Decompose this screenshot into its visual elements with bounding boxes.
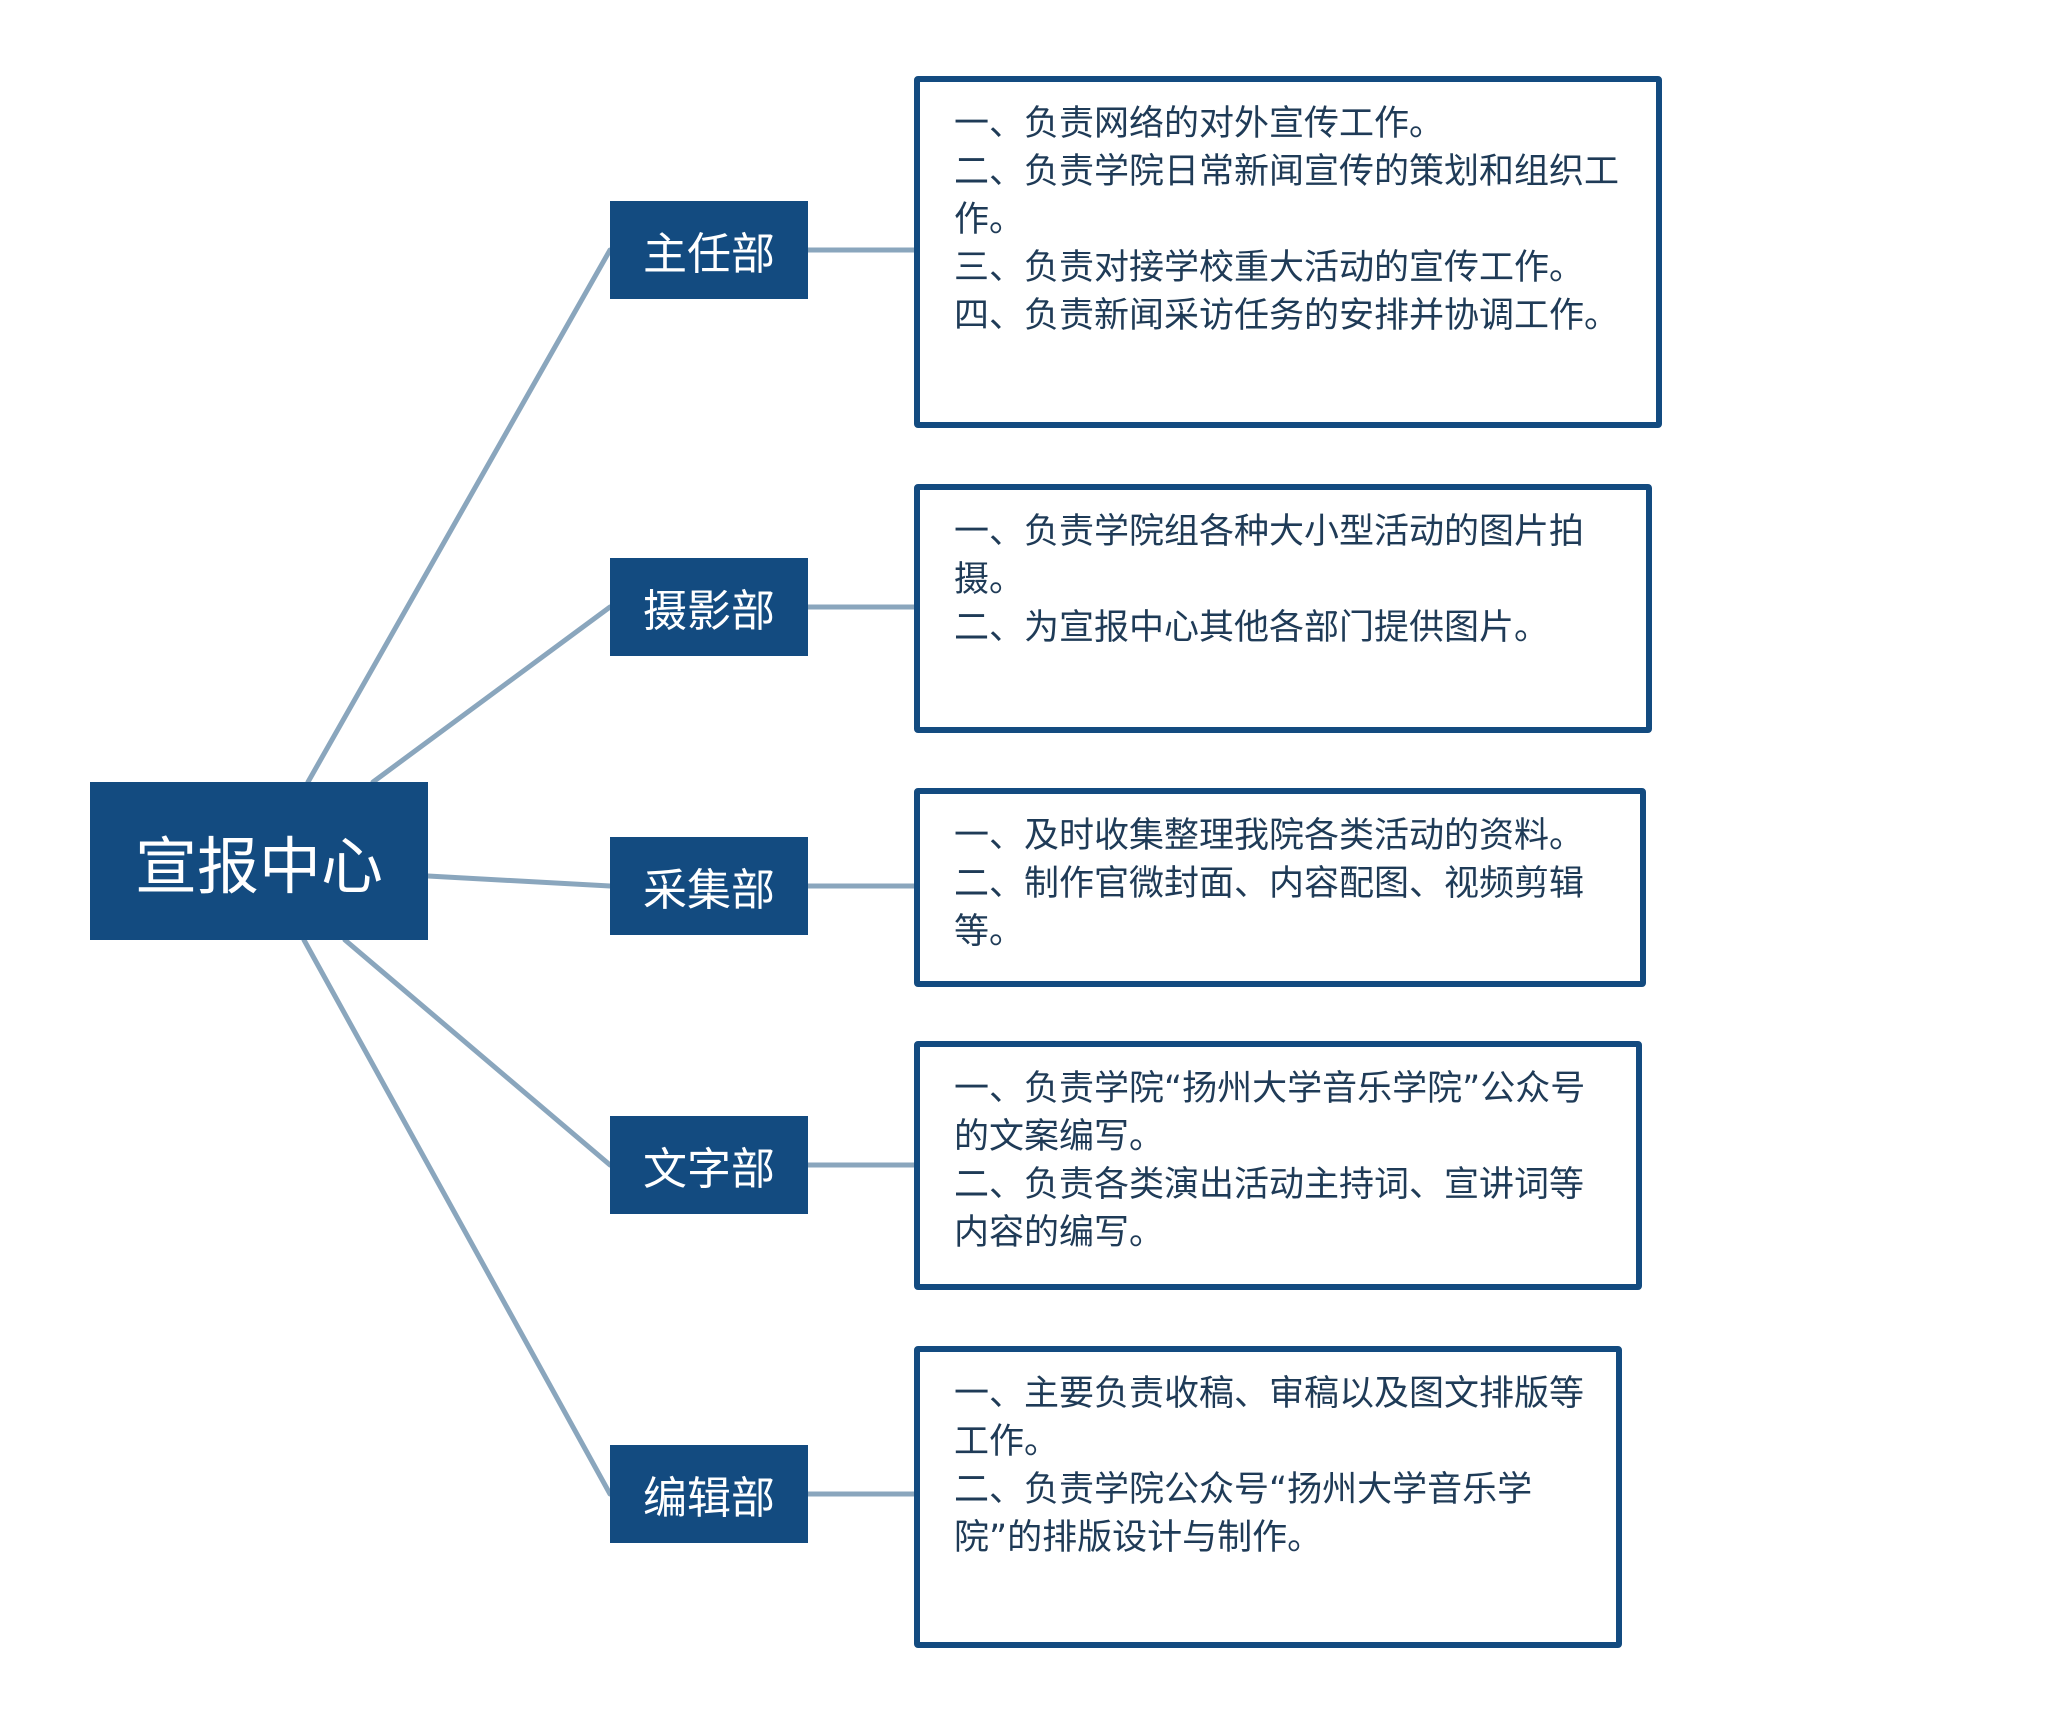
connector-root-to-dept-3 xyxy=(342,937,613,1168)
duty-item: 一、负责学院“扬州大学音乐学院”公众号的文案编写。 xyxy=(954,1069,1586,1157)
department-node-collection: 采集部 xyxy=(610,837,808,935)
connector-root-to-dept-4 xyxy=(301,937,613,1497)
department-node-writing: 文字部 xyxy=(610,1116,808,1214)
duty-item: 一、负责网络的对外宣传工作。 xyxy=(954,104,1445,144)
duty-box-collection: 一、及时收集整理我院各类活动的资料。 二、制作官微封面、内容配图、视频剪辑等。 xyxy=(914,788,1646,987)
connector-root-to-dept-1 xyxy=(370,604,613,785)
duty-box-writing: 一、负责学院“扬州大学音乐学院”公众号的文案编写。 二、负责各类演出活动主持词、… xyxy=(914,1041,1642,1290)
duty-box-editing: 一、主要负责收稿、审稿以及图文排版等工作。 二、负责学院公众号“扬州大学音乐学院… xyxy=(914,1346,1622,1648)
duty-item: 一、主要负责收稿、审稿以及图文排版等工作。 xyxy=(954,1374,1585,1462)
duty-box-photography: 一、负责学院组各种大小型活动的图片拍摄。 二、为宣报中心其他各部门提供图片。 xyxy=(914,484,1652,733)
department-node-photography: 摄影部 xyxy=(610,558,808,656)
department-node-editing: 编辑部 xyxy=(610,1445,808,1543)
duty-item: 二、负责各类演出活动主持词、宣讲词等内容的编写。 xyxy=(954,1165,1585,1253)
duty-item: 二、为宣报中心其他各部门提供图片。 xyxy=(954,608,1550,648)
duty-item: 三、负责对接学校重大活动的宣传工作。 xyxy=(954,248,1585,288)
duty-item: 二、制作官微封面、内容配图、视频剪辑等。 xyxy=(954,864,1585,952)
duty-item: 四、负责新闻采访任务的安排并协调工作。 xyxy=(954,296,1620,336)
root-node: 宣报中心 xyxy=(90,782,428,940)
connector-root-to-dept-2 xyxy=(425,873,613,889)
duty-item: 一、及时收集整理我院各类活动的资料。 xyxy=(954,816,1585,856)
duty-item: 一、负责学院组各种大小型活动的图片拍摄。 xyxy=(954,512,1585,600)
department-node-director: 主任部 xyxy=(610,201,808,299)
duty-item: 二、负责学院日常新闻宣传的策划和组织工作。 xyxy=(954,152,1620,240)
connector-root-to-dept-0 xyxy=(305,247,613,785)
duty-item: 二、负责学院公众号“扬州大学音乐学院”的排版设计与制作。 xyxy=(954,1470,1533,1558)
duty-box-director: 一、负责网络的对外宣传工作。 二、负责学院日常新闻宣传的策划和组织工作。 三、负… xyxy=(914,76,1662,428)
